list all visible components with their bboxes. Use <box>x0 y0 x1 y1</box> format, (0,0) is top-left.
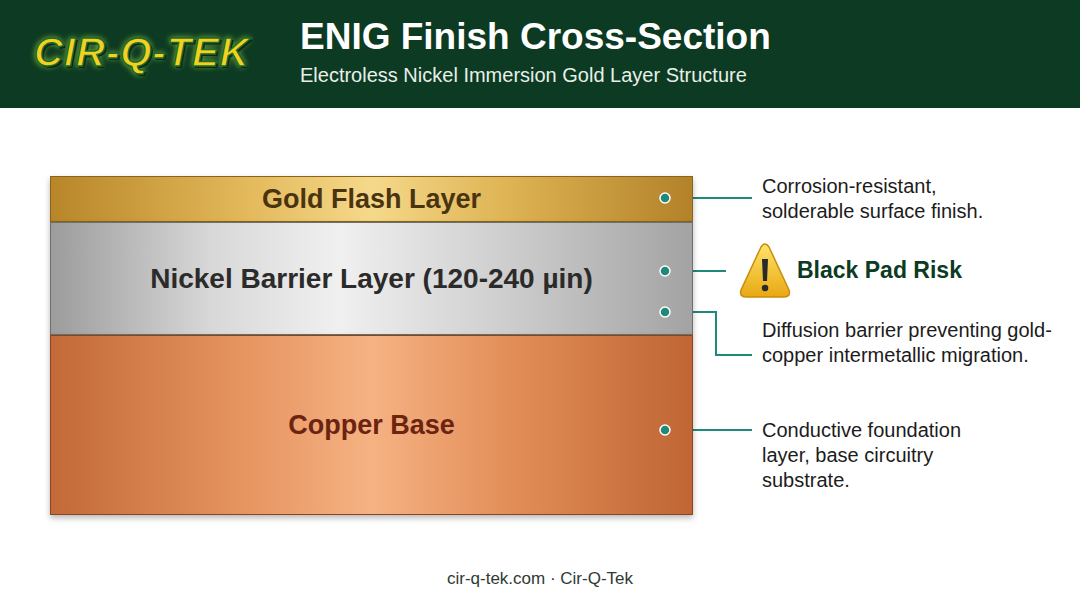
warning-icon <box>741 244 790 297</box>
warning-label: Black Pad Risk <box>797 257 962 285</box>
header-bar <box>0 0 1080 108</box>
layer-name: Gold Flash Layer <box>262 184 481 215</box>
callout-dot <box>660 307 670 317</box>
logo-text: CIR-Q-TEK <box>34 28 250 76</box>
nickel-layer: Nickel Barrier Layer (120-240 µin) <box>50 222 693 335</box>
callout-dot <box>660 193 670 203</box>
layer-name: Copper Base <box>288 410 455 441</box>
gold-layer: Gold Flash Layer <box>50 176 693 222</box>
title: ENIG Finish Cross-Section <box>300 16 771 58</box>
callout-text: Diffusion barrier preventing gold-copper… <box>762 318 1062 368</box>
caption: cir-q-tek.com · Cir-Q-Tek <box>0 569 1080 589</box>
callout-text: Corrosion-resistant, solderable surface … <box>762 174 1024 224</box>
callout-dot <box>660 266 670 276</box>
layer-name: Nickel Barrier Layer (120-240 µin) <box>150 263 593 295</box>
callout-dot <box>660 425 670 435</box>
callout-text: Conductive foundation layer, base circui… <box>762 418 1004 493</box>
copper-layer: Copper Base <box>50 335 693 515</box>
subtitle: Electroless Nickel Immersion Gold Layer … <box>300 63 747 87</box>
